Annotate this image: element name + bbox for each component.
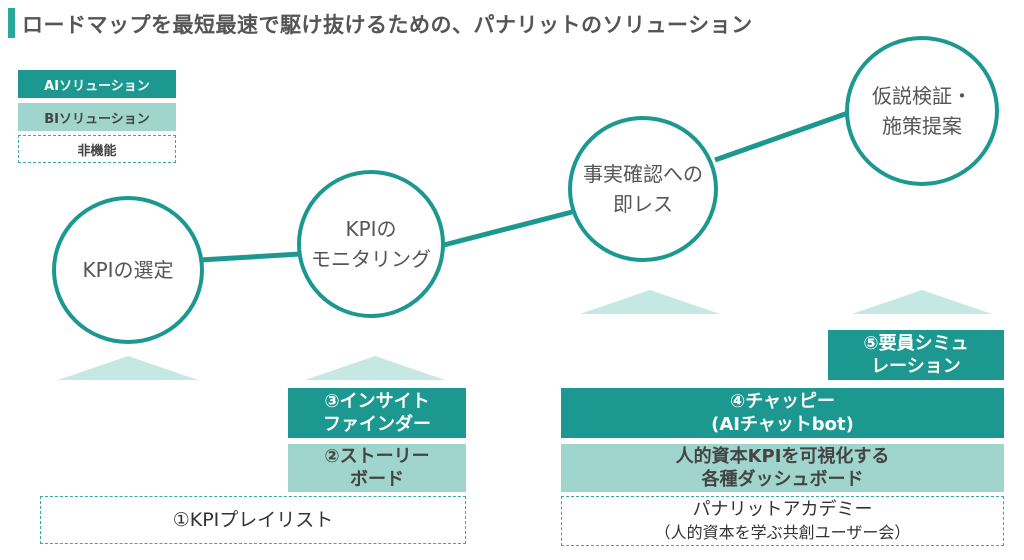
stage-circle-kpi-selection: KPIの選定 <box>52 196 204 344</box>
stage-step-triangle-1 <box>58 356 198 380</box>
title-accent-bar <box>8 8 15 38</box>
stage-step-triangle-4 <box>852 290 992 314</box>
stage-step-triangle-3 <box>580 290 720 314</box>
solution-kpi-playlist: ①KPIプレイリスト <box>40 496 466 544</box>
legend-bi-solution: BIソリューション <box>18 103 176 131</box>
solution-story-board: ②ストーリー ボード <box>288 444 466 492</box>
solution-workforce-simulation: ⑤要員シミュ レーション <box>828 330 1004 380</box>
roadmap-segment-1 <box>199 251 301 263</box>
stage-step-triangle-2 <box>305 356 445 380</box>
roadmap-segment-3 <box>714 110 849 163</box>
solution-dashboards: 人的資本KPIを可視化する 各種ダッシュボード <box>561 444 1004 492</box>
stage-circle-fact-check: 事実確認への 即レス <box>568 116 718 262</box>
academy-subtitle: （人的資本を学ぶ共創ユーザー会） <box>654 523 911 542</box>
legend-ai-solution: AIソリューション <box>18 70 176 98</box>
legend-non-functional: 非機能 <box>18 135 176 163</box>
roadmap-segment-2 <box>439 209 573 249</box>
solution-chappie-chatbot: ④チャッピー (AIチャットbot) <box>561 388 1004 438</box>
page-title: ロードマップを最短最速で駆け抜けるための、パナリットのソリューション <box>22 13 753 37</box>
solution-panalyt-academy: パナリットアカデミー （人的資本を学ぶ共創ユーザー会） <box>561 496 1004 546</box>
solution-insight-finder: ③インサイト ファインダー <box>288 388 466 438</box>
stage-circle-hypothesis: 仮説検証・ 施策提案 <box>845 36 999 186</box>
stage-circle-kpi-monitoring: KPIの モニタリング <box>297 170 445 318</box>
academy-title: パナリットアカデミー <box>692 499 873 520</box>
